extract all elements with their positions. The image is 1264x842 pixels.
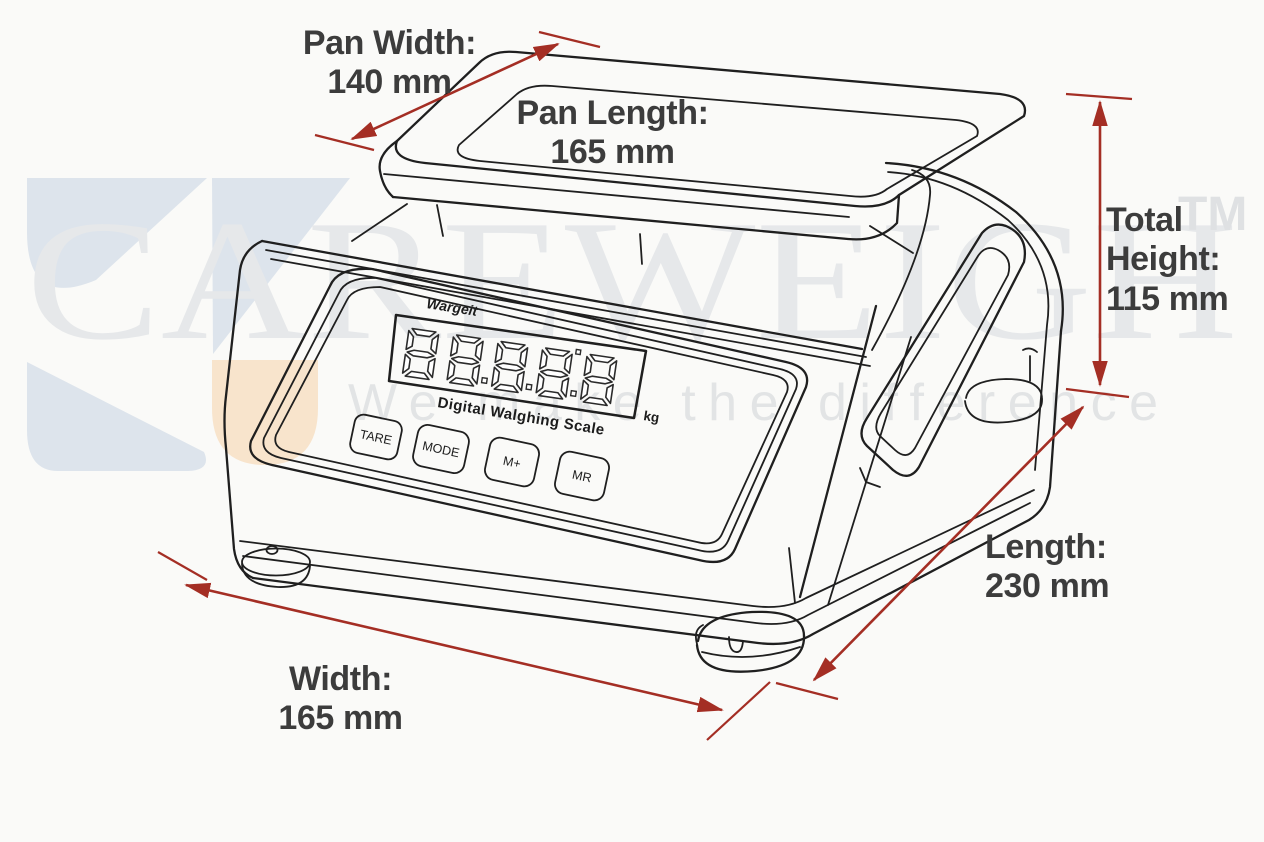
logo-tile-bottom-left [27, 362, 206, 471]
control-panel [249, 267, 809, 564]
total-height-label-line1: Total [1106, 201, 1183, 239]
width-tick-right [706, 681, 771, 741]
lcd-decimal-point [569, 389, 578, 398]
total-height-tick-top [1065, 92, 1133, 101]
lcd-digit [579, 353, 618, 407]
button-mode-label: MODE [421, 439, 461, 460]
button-m-plus: M+ [484, 436, 540, 488]
length-arrow [812, 405, 1085, 682]
watermark-logo [27, 178, 350, 471]
pan-width-value: 140 mm [327, 63, 452, 102]
length-label-text: Length: [985, 528, 1107, 566]
total-height-value: 115 mm [1106, 279, 1229, 318]
body-top-edges [351, 203, 914, 265]
button-tare-label: TARE [359, 427, 394, 447]
total-height-tick-bottom [1065, 387, 1130, 399]
lcd-digit [535, 347, 573, 400]
logo-tile-top-left [27, 178, 207, 288]
pan-width-tick-high [538, 30, 601, 49]
lcd-decimal-point [525, 383, 533, 391]
button-tare: TARE [349, 413, 403, 461]
seven-segment-display [401, 327, 618, 407]
pan-length-value: 165 mm [550, 133, 675, 172]
total-height-label: Total Height: 115 mm [1106, 201, 1264, 319]
length-label: Length: 230 mm [985, 528, 1155, 607]
pan-width-arrow [350, 42, 560, 141]
pan-width-label: Pan Width: 140 mm [282, 24, 497, 103]
pan-width-tick-low [314, 133, 375, 152]
length-value: 230 mm [985, 567, 1110, 606]
pan-length-label-text: Pan Length: [516, 94, 709, 132]
button-m-plus-label: M+ [502, 454, 522, 471]
logo-tile-top-right [212, 178, 350, 354]
brand-watermark: CAREWEIGH [26, 186, 1238, 376]
trademark-symbol: TM [1178, 188, 1247, 241]
pan-length-label: Pan Length: 165 mm [515, 94, 710, 173]
total-height-label-line2: Height: [1106, 240, 1221, 279]
lcd-decimal-point [480, 376, 489, 385]
width-tick-left [157, 551, 208, 581]
button-mr: MR [554, 450, 610, 502]
pan-width-label-text: Pan Width: [302, 24, 477, 62]
width-label: Width: 165 mm [248, 660, 433, 739]
lcd-digit [446, 334, 484, 387]
length-tick-bottom [775, 681, 839, 701]
width-arrow [184, 582, 724, 713]
dimension-arrows [157, 30, 1133, 741]
lcd-top-dot [574, 348, 582, 356]
lcd-digit [401, 327, 440, 381]
lcd-digit [490, 340, 529, 394]
width-label-text: Width: [288, 660, 393, 698]
width-value: 165 mm [278, 699, 403, 738]
unit-label: kg [643, 408, 661, 425]
button-mr-label: MR [571, 468, 593, 486]
lcd-display [387, 313, 648, 420]
